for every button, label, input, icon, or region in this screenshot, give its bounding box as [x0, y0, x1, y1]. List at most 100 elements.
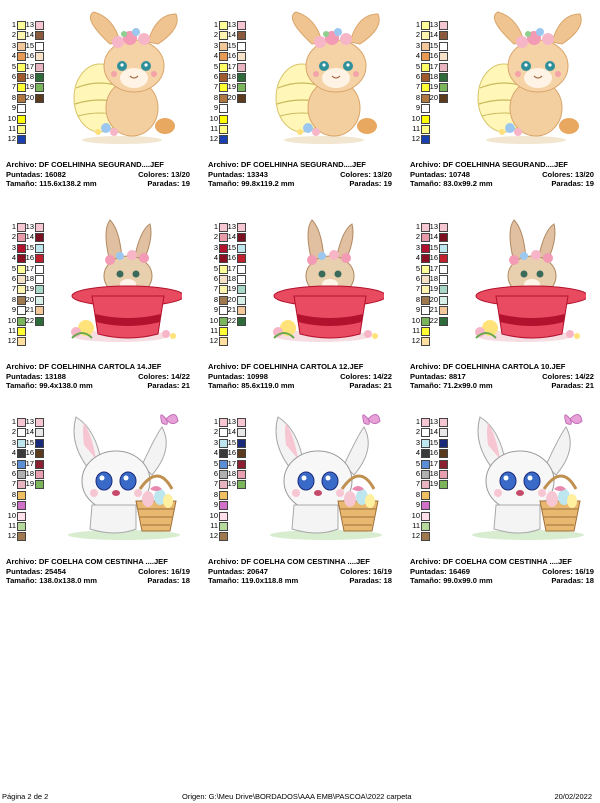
swatch-color-box: [219, 285, 228, 295]
stop-count: Paradas: 21: [551, 381, 594, 391]
swatch-color-box: [17, 285, 26, 295]
stop-count: Paradas: 19: [349, 179, 392, 189]
swatch-number: 4: [11, 253, 16, 263]
color-swatch: 2: [6, 30, 66, 41]
swatch-number: 18: [25, 274, 34, 283]
swatch-number: 15: [25, 40, 34, 50]
swatch-number: 16: [429, 51, 438, 61]
swatch-number: 15: [429, 242, 438, 252]
swatch-color-box: [35, 306, 44, 316]
stop-count: Paradas: 21: [349, 381, 392, 391]
stitch-count: Puntadas: 20647: [208, 566, 268, 576]
color-swatch: 16: [24, 448, 84, 459]
swatch-color-box: [421, 52, 430, 62]
color-swatch: 8: [208, 490, 268, 500]
swatch-color-box: [421, 337, 430, 347]
swatch-number: 10: [411, 113, 420, 123]
color-swatch: 8: [208, 93, 268, 103]
swatch-number: 19: [227, 479, 236, 489]
color-swatch: 15: [428, 41, 488, 51]
color-swatch: 6: [208, 469, 268, 479]
color-swatch: 13: [24, 20, 84, 30]
swatch-number: 14: [429, 232, 438, 242]
swatch-color-box: [219, 93, 228, 103]
swatch-number: 1: [213, 417, 218, 426]
color-swatch: 3: [410, 41, 470, 51]
color-swatch: 8: [6, 295, 66, 305]
swatch-color-box: [219, 418, 228, 427]
swatch-color-box: [35, 418, 44, 427]
swatch-color-box: [219, 295, 228, 305]
swatch-color-box: [421, 306, 430, 316]
swatch-color-box: [237, 62, 246, 72]
swatch-number: 7: [213, 284, 218, 294]
swatch-number: 15: [227, 242, 236, 252]
color-swatch: 3: [208, 438, 268, 448]
swatch-color-box: [439, 243, 448, 253]
swatch-color-box: [421, 490, 430, 500]
swatch-number: 13: [25, 20, 34, 29]
swatch-color-box: [219, 438, 228, 448]
swatch-number: 9: [415, 500, 420, 510]
color-swatch: 18: [24, 469, 84, 479]
color-swatch: 17: [24, 459, 84, 469]
color-swatch: 13: [226, 417, 286, 427]
swatch-number: 6: [213, 274, 218, 283]
swatch-color-box: [439, 93, 448, 103]
swatch-color-box: [439, 316, 448, 326]
color-swatch: 5: [410, 62, 470, 72]
swatch-color-box: [17, 438, 26, 448]
color-swatch: 10: [410, 114, 470, 124]
stop-count: Paradas: 21: [147, 381, 190, 391]
swatch-color-box: [17, 522, 26, 531]
swatch-number: 16: [25, 448, 34, 458]
swatch-number: 18: [429, 469, 438, 478]
swatch-number: 14: [227, 427, 236, 437]
color-count: Colores: 14/22: [542, 371, 594, 381]
stitch-count: Puntadas: 16082: [6, 169, 66, 179]
swatch-number: 3: [213, 40, 218, 50]
color-swatch: 4: [6, 253, 66, 264]
color-swatch: 15: [24, 41, 84, 51]
swatch-number: 11: [412, 521, 420, 530]
swatch-number: 13: [429, 222, 438, 231]
color-swatch: 6: [410, 469, 470, 479]
swatch-color-box: [421, 125, 430, 134]
stop-count: Paradas: 18: [147, 576, 190, 586]
swatch-color-box: [219, 501, 228, 511]
swatch-color-box: [439, 223, 448, 232]
swatch-number: 1: [415, 20, 420, 29]
swatch-number: 4: [213, 51, 218, 61]
stop-count: Paradas: 19: [147, 179, 190, 189]
swatch-number: 16: [227, 51, 236, 61]
color-swatch: 16: [24, 51, 84, 62]
color-swatch: 6: [208, 274, 268, 284]
swatch-number: 11: [8, 326, 16, 335]
swatch-color-box: [439, 264, 448, 274]
swatch-number: 9: [213, 305, 218, 315]
color-swatch: 3: [6, 41, 66, 51]
swatch-color-box: [219, 73, 228, 82]
color-swatch: 1: [6, 222, 66, 232]
swatch-number: 16: [227, 448, 236, 458]
swatch-color-box: [17, 459, 26, 469]
swatch-color-box: [421, 327, 430, 336]
swatch-number: 8: [11, 92, 16, 102]
color-swatch: 6: [410, 274, 470, 284]
swatch-number: 8: [415, 294, 420, 304]
color-count: Colores: 16/19: [542, 566, 594, 576]
swatch-color-box: [17, 327, 26, 336]
swatch-color-box: [421, 316, 430, 326]
color-swatch: 8: [6, 490, 66, 500]
color-swatch: 13: [428, 222, 488, 232]
swatch-number: 12: [7, 336, 16, 346]
swatch-color-box: [237, 285, 246, 295]
swatch-number: 1: [11, 222, 16, 231]
swatch-number: 15: [227, 437, 236, 447]
color-swatch: 1: [410, 222, 470, 232]
swatch-color-box: [219, 41, 228, 51]
